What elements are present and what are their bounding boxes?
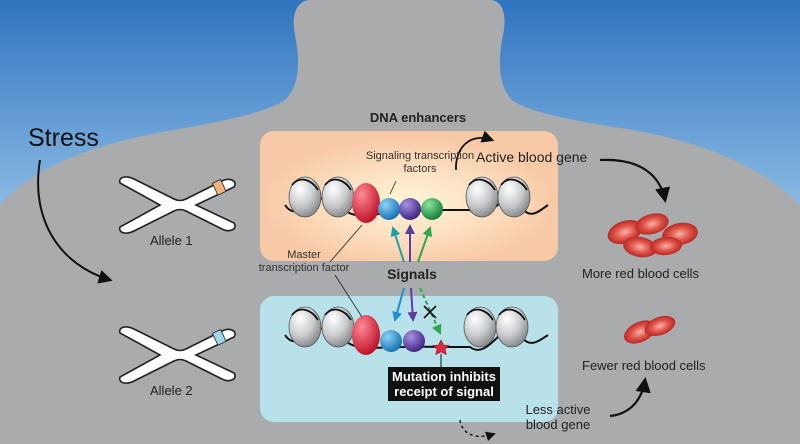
tf-purple-bottom	[403, 330, 425, 352]
less-active-gene-label: Less active blood gene	[525, 402, 591, 432]
signaling-tf-label: Signaling transcription factors	[365, 150, 475, 175]
allele-1-label: Allele 1	[150, 233, 193, 248]
signals-label: Signals	[387, 266, 437, 282]
red-blood-cells-more	[607, 213, 698, 258]
allele-2-label: Allele 2	[150, 383, 193, 398]
dna-enhancers-title: DNA enhancers	[369, 110, 467, 125]
nucleosomes-bottom	[288, 306, 529, 348]
chromosome-allele-2	[118, 326, 236, 384]
master-tf-bottom	[352, 315, 380, 355]
mutation-label: Mutation inhibits receipt of signal	[388, 367, 500, 401]
tf-blue-bottom	[380, 330, 402, 352]
red-blood-cells-fewer	[624, 315, 676, 344]
nucleosomes-top	[288, 176, 531, 218]
master-tf-top	[352, 183, 380, 223]
mutation-star	[432, 339, 450, 356]
active-gene-label: Active blood gene	[476, 149, 588, 165]
stress-label: Stress	[28, 124, 99, 152]
active-enhancer-box	[260, 131, 558, 261]
tf-blue-top	[378, 198, 400, 220]
tf-green-top	[421, 198, 443, 220]
tf-purple-top	[399, 198, 421, 220]
stress-arrow	[37, 159, 113, 284]
master-tf-label: Master transcription factor	[258, 249, 350, 274]
fewer-rbc-label: Fewer red blood cells	[582, 358, 706, 373]
chromosome-allele-1	[118, 176, 236, 234]
more-rbc-label: More red blood cells	[582, 266, 700, 281]
